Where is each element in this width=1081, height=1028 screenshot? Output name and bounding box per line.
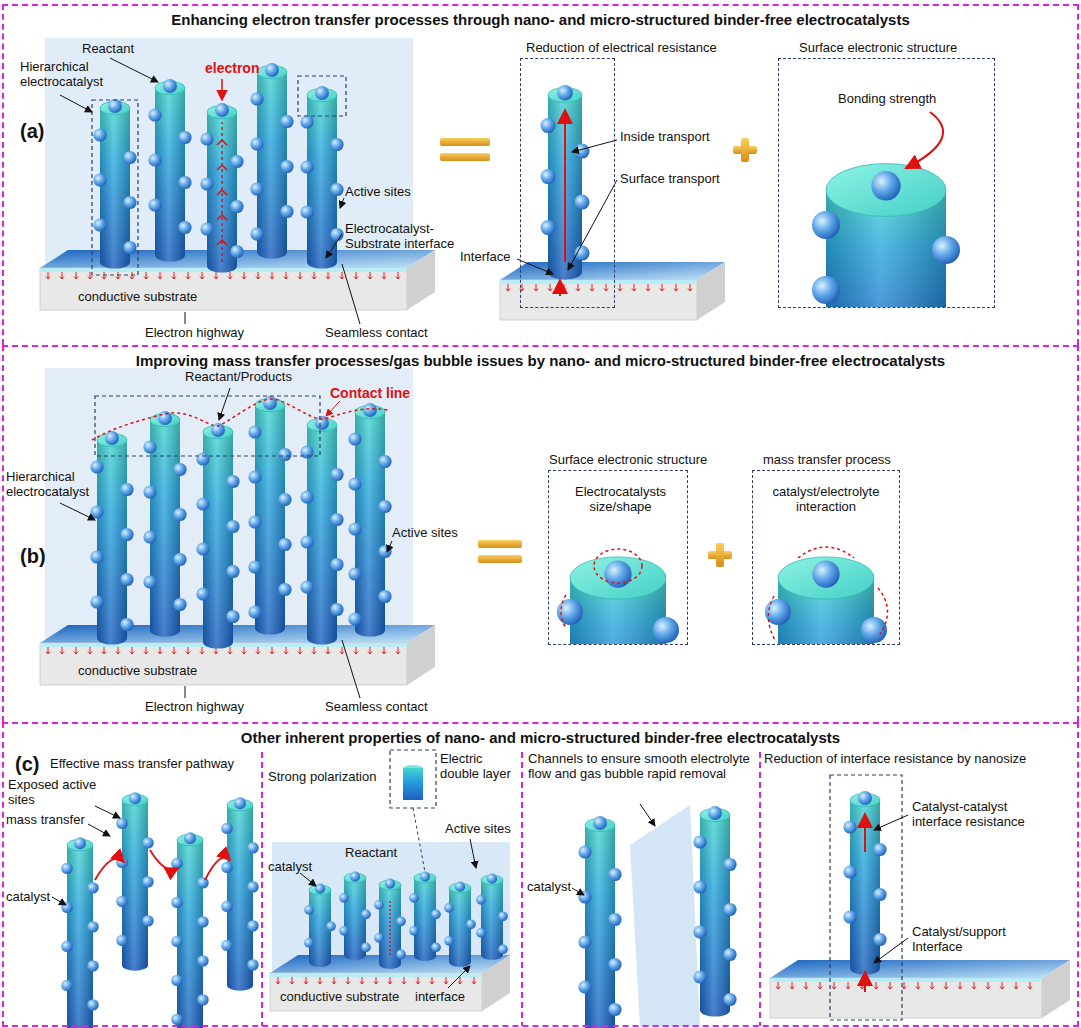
callout-label: Inside transport (620, 130, 710, 145)
catalyst-pillar (374, 878, 406, 968)
callout-label: Electrocatalyst-Substrate interface (345, 222, 463, 252)
catalyst-pillar (765, 557, 887, 644)
substrate-slab (770, 960, 1070, 1018)
panel-letter: (a) (20, 120, 44, 143)
callout-label: Reactant (82, 42, 134, 57)
catalyst-pillar (143, 411, 186, 637)
catalyst-pillar (248, 396, 291, 635)
callout-label: conductive substrate (280, 990, 399, 1005)
catalyst-pillar (843, 791, 886, 975)
callout-label: Bonding strength (838, 92, 936, 107)
catalyst-pillar (148, 79, 191, 262)
callout-label: electron (205, 60, 259, 76)
callout-label: Effective mass transfer pathway (50, 757, 234, 772)
callout-label: conductive substrate (78, 290, 197, 305)
background-areas (45, 38, 760, 1027)
catalyst-pillar (250, 63, 293, 259)
catalyst-pillar (196, 423, 239, 649)
catalyst-pillar (557, 557, 679, 644)
panel-heading: Other inherent properties of nano- and m… (4, 729, 1077, 746)
callout-label: Reactant (345, 846, 397, 861)
callout-label: catalyst (6, 890, 50, 905)
callout-label: Seamless contact (325, 700, 428, 715)
callout-label: Reactant/Products (185, 370, 292, 385)
callout-label: Active sites (345, 185, 411, 200)
callout-label: Electron highway (145, 700, 244, 715)
catalyst-pillar (812, 164, 960, 307)
callout-label: catalyst/electrolyte interaction (762, 485, 890, 515)
substrate-slab (40, 250, 435, 310)
catalyst-pillar (541, 85, 590, 280)
panel-heading: Enhancing electron transfer processes th… (4, 11, 1077, 28)
catalyst-pillar (409, 871, 441, 960)
callout-label: Reduction of interface resistance by nan… (764, 752, 1026, 767)
leaders-and-signs (52, 58, 943, 1020)
catalyst-pillar (300, 86, 343, 269)
callout-label: Seamless contact (325, 326, 428, 341)
callout-label: Strong polarization (268, 770, 376, 785)
callout-label: Catalyst-catalyst interface resistance (912, 800, 1042, 830)
callout-label: conductive substrate (78, 664, 197, 679)
substrate-slab (500, 262, 725, 320)
catalyst-pillar (693, 806, 736, 1017)
catalyst-pillar (300, 416, 343, 645)
catalyst-pillar (116, 792, 153, 970)
callout-label: Catalyst/support Interface (912, 925, 1032, 955)
callout-label: interface (415, 990, 465, 1005)
callout-label: mass transfer (6, 813, 85, 828)
box-title: mass transfer process (763, 452, 891, 467)
callout-label: Electric double layer (440, 752, 518, 782)
callout-label: catalyst (527, 880, 571, 895)
catalyst-pillar (476, 873, 508, 959)
callout-label: Active sites (392, 526, 458, 541)
callout-label: Hierarchical electrocatalyst (6, 470, 98, 500)
box-title: Surface electronic structure (799, 40, 957, 55)
catalyst-pillar (90, 431, 133, 645)
catalyst-pillar (200, 103, 243, 273)
callout-label: catalyst (268, 860, 312, 875)
catalyst-pillar (221, 797, 258, 990)
zoom-box: Reduction of electrical resistance (520, 58, 615, 308)
callout-label: Electrocatalysts size/shape (558, 485, 683, 515)
callout-label: Electron highway (145, 326, 244, 341)
catalyst-pillar (348, 403, 391, 637)
panel-heading: Improving mass transfer processes/gas bu… (4, 352, 1077, 369)
callout-label: Hierarchical electrocatalyst (20, 60, 112, 90)
catalyst-pillar (93, 99, 136, 269)
callout-label: Active sites (445, 822, 511, 837)
callout-label: Exposed active sites (8, 778, 103, 808)
box-title: Surface electronic structure (549, 452, 707, 467)
catalyst-pillar (578, 816, 621, 1028)
panel-letter: (b) (20, 545, 46, 568)
pillars-and-substrates (40, 63, 1070, 1028)
catalyst-pillar (171, 832, 208, 1028)
catalyst-pillar (339, 871, 371, 959)
callout-label: Interface (460, 250, 511, 265)
callout-label: Surface transport (620, 172, 720, 187)
callout-label: Channels to ensure smooth electrolyte fl… (528, 752, 753, 782)
panel-letter: (c) (15, 753, 39, 776)
catalyst-pillar (304, 883, 336, 966)
catalyst-pillar (444, 881, 476, 966)
catalyst-pillar (61, 837, 98, 1028)
box-title: Reduction of electrical resistance (526, 40, 717, 55)
callout-label: Contact line (330, 385, 410, 401)
